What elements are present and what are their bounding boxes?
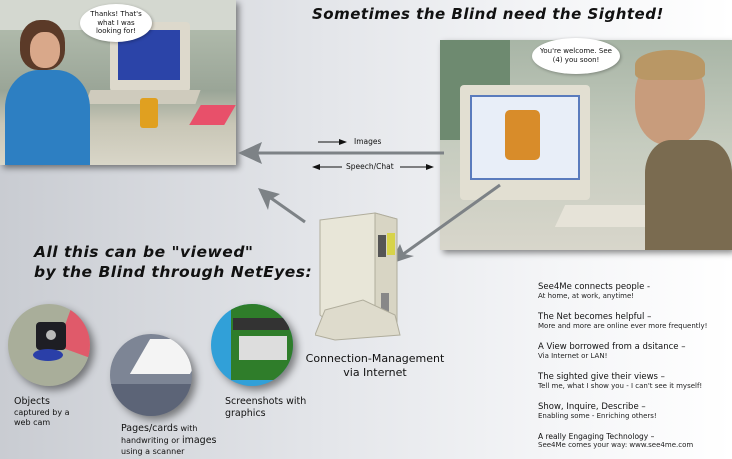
feature-sub: Enabling some - Enriching others! — [538, 412, 657, 421]
screenshot-image — [211, 304, 293, 386]
neteyes-heading: All this can be "viewed" by the Blind th… — [34, 242, 312, 282]
caption-pages-title: Pages/cards — [121, 423, 178, 434]
neteyes-heading-line1: All this can be "viewed" — [34, 243, 254, 261]
photo-sighted-helper — [440, 40, 732, 250]
feature-head: A View borrowed from a dsitance – — [538, 342, 686, 352]
arrow-server-to-blind — [258, 188, 306, 224]
images-label: Images — [354, 137, 382, 146]
feature-3: A View borrowed from a dsitance –Via Int… — [538, 342, 732, 361]
feature-sub: More and more are online ever more frequ… — [538, 322, 708, 331]
caption-objects-title: Objects — [14, 396, 50, 407]
feature-sub: Tell me, what I show you - I can't see i… — [538, 382, 703, 391]
feature-head: The sighted give their views – — [538, 372, 665, 382]
caption-screenshots-title: Screenshots with — [225, 396, 307, 407]
feature-head: See4Me connects people - — [538, 282, 651, 292]
webcam-image — [8, 304, 90, 386]
images-small-arrow — [318, 139, 347, 145]
speech-bubble-right: You're welcome. See (4) you soon! — [532, 38, 620, 74]
caption-pages-sub1: handwriting or — [121, 435, 182, 445]
caption-screenshots: Screenshots with graphics — [225, 396, 306, 420]
main-title: Sometimes the Blind need the Sighted! — [312, 5, 664, 23]
caption-objects: Objects captured by a web cam — [14, 396, 70, 428]
server-caption-line2: via Internet — [343, 366, 407, 380]
neteyes-heading-line2: by the Blind through NetEyes: — [34, 263, 313, 282]
feature-6: A really Engaging Technology –See4Me com… — [538, 432, 732, 449]
feature-2: The Net becomes helpful –More and more a… — [538, 312, 732, 331]
speech-double-arrow — [312, 164, 434, 170]
caption-objects-sub2: web cam — [14, 417, 51, 427]
speech-chat-label: Speech/Chat — [346, 162, 394, 171]
scanner-image — [110, 334, 192, 416]
feature-sub: Via Internet or LAN! — [538, 352, 608, 361]
feature-head: The Net becomes helpful – — [538, 312, 652, 322]
feature-4: The sighted give their views –Tell me, w… — [538, 372, 732, 391]
caption-pages: Pages/cards with handwriting or images u… — [121, 423, 217, 457]
server-caption-line1: Connection-Management — [305, 352, 445, 365]
photo-blind-user — [0, 0, 236, 165]
server-caption: Connection-Management via Internet — [292, 352, 458, 381]
feature-5: Show, Inquire, Describe –Enabling some -… — [538, 402, 732, 421]
speech-bubble-left: Thanks! That's what I was looking for! — [80, 4, 152, 42]
big-arrow-to-blind — [238, 142, 444, 164]
feature-head: Show, Inquire, Describe – — [538, 402, 646, 412]
feature-sub: At home, at work, anytime! — [538, 292, 635, 301]
feature-sub: See4Me comes your way: www.see4me.com — [538, 441, 694, 449]
caption-screenshots-sub1: graphics — [225, 407, 266, 419]
can — [140, 98, 158, 128]
caption-pages-tail: with — [177, 424, 198, 433]
feature-1: See4Me connects people -At home, at work… — [538, 282, 732, 301]
caption-pages-sub2: using a scanner — [121, 446, 185, 456]
server-tower — [315, 212, 401, 341]
feature-head: A really Engaging Technology – — [538, 432, 655, 441]
caption-pages-images: images — [181, 434, 217, 446]
caption-objects-sub1: captured by a — [14, 407, 70, 417]
